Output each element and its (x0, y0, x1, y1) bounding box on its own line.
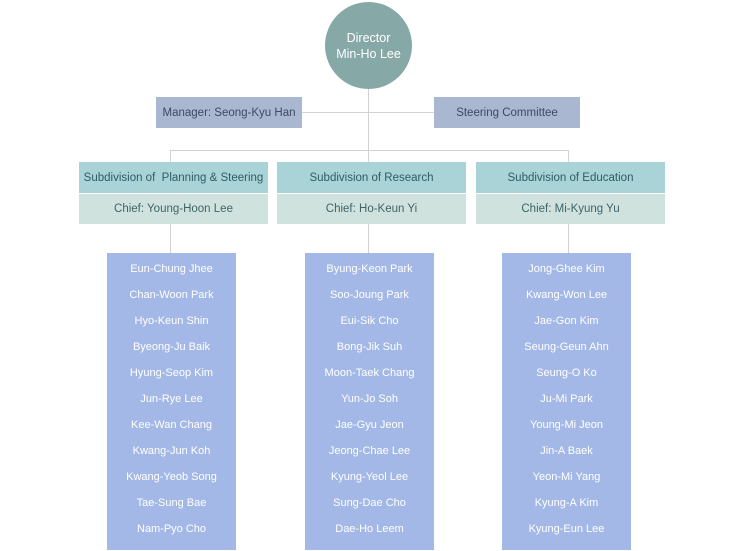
subdivision-education: Subdivision of Education Chief: Mi-Kyung… (476, 162, 665, 224)
member-item: Sung-Dae Cho (333, 497, 406, 509)
member-item: Seung-O Ko (536, 367, 597, 379)
member-item: Eun-Chung Jhee (130, 263, 213, 275)
member-item: Kyung-Eun Lee (528, 523, 605, 535)
member-item: Jun-Rye Lee (140, 393, 203, 405)
member-item: Eui-Sik Cho (340, 315, 399, 327)
member-item: Young-Mi Jeon (530, 419, 603, 431)
subdivision-chief: Chief: Ho-Keun Yi (277, 194, 466, 224)
member-item: Ju-Mi Park (540, 393, 593, 405)
member-item: Byeong-Ju Baik (132, 341, 211, 353)
member-item: Moon-Taek Chang (324, 367, 415, 379)
member-item: Hyung-Seop Kim (129, 367, 214, 379)
member-item: Soo-Joung Park (330, 289, 409, 301)
connector-subdivision-3-top (568, 150, 569, 162)
manager-box: Manager: Seong-Kyu Han (156, 97, 302, 128)
member-item: Jeong-Chae Lee (328, 445, 411, 457)
member-item: Jae-Gon Kim (534, 315, 599, 327)
subdivision-name: Subdivision of Planning & Steering (79, 162, 268, 193)
member-item: Jin-A Baek (540, 445, 593, 457)
subdivision-planning: Subdivision of Planning & Steering Chief… (79, 162, 268, 224)
member-item: Kwang-Won Lee (525, 289, 608, 301)
member-item: Kyung-A Kim (534, 497, 599, 509)
member-item: Dae-Ho Leem (335, 523, 404, 535)
subdivision-chief: Chief: Mi-Kyung Yu (476, 194, 665, 224)
member-item: Yun-Jo Soh (341, 393, 398, 405)
connector-director-vertical (368, 89, 369, 162)
member-item: Kwang-Jun Koh (132, 445, 211, 457)
member-item: Jae-Gyu Jeon (335, 419, 404, 431)
director-node: Director Min-Ho Lee (325, 2, 412, 89)
member-item: Seung-Geun Ahn (524, 341, 609, 353)
members-research: Byung-Keon Park Soo-Joung Park Eui-Sik C… (305, 253, 434, 550)
member-item: Byung-Keon Park (326, 263, 413, 275)
subdivision-research: Subdivision of Research Chief: Ho-Keun Y… (277, 162, 466, 224)
director-name: Min-Ho Lee (336, 46, 401, 61)
member-item: Tae-Sung Bae (136, 497, 207, 509)
connector-members-3 (568, 224, 569, 253)
member-item: Chan-Woon Park (129, 289, 214, 301)
connector-subdivision-1-top (170, 150, 171, 162)
member-item: Kyung-Yeol Lee (330, 471, 409, 483)
subdivision-name: Subdivision of Research (277, 162, 466, 193)
steering-committee-box: Steering Committee (434, 97, 580, 128)
connector-members-1 (170, 224, 171, 253)
member-item: Nam-Pyo Cho (136, 523, 207, 535)
members-planning: Eun-Chung Jhee Chan-Woon Park Hyo-Keun S… (107, 253, 236, 550)
member-item: Jong-Ghee Kim (528, 263, 605, 275)
member-item: Hyo-Keun Shin (134, 315, 209, 327)
connector-side-horizontal (302, 112, 434, 113)
member-item: Kwang-Yeob Song (126, 471, 217, 483)
director-title: Director (346, 30, 391, 45)
connector-members-2 (368, 224, 369, 253)
member-item: Kee-Wan Chang (131, 419, 212, 431)
members-education: Jong-Ghee Kim Kwang-Won Lee Jae-Gon Kim … (502, 253, 631, 550)
connector-subdivisions-horizontal (170, 150, 569, 151)
member-item: Bong-Jik Suh (336, 341, 403, 353)
member-item: Yeon-Mi Yang (532, 471, 601, 483)
subdivision-chief: Chief: Young-Hoon Lee (79, 194, 268, 224)
subdivision-name: Subdivision of Education (476, 162, 665, 193)
